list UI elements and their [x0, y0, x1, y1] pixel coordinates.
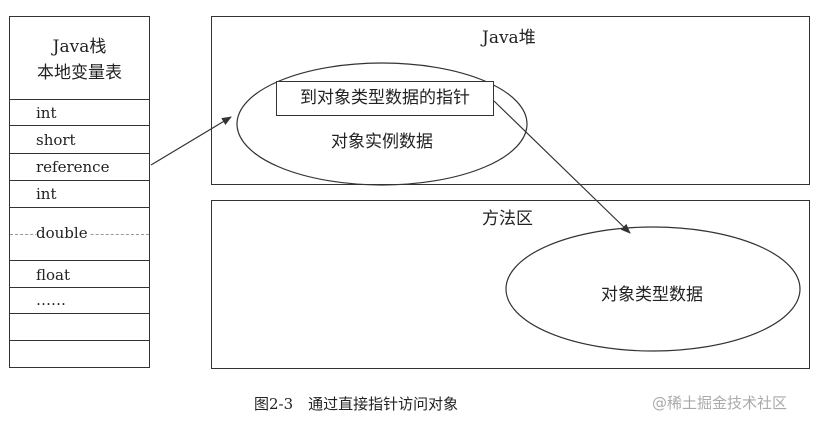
- reference-arrow: [150, 116, 232, 166]
- slot-label: reference: [36, 158, 110, 176]
- table-row: [9, 207, 150, 208]
- table-row: [9, 180, 150, 181]
- instance-data-label: 对象实例数据: [331, 132, 433, 152]
- stack-title: Java栈: [52, 37, 107, 57]
- object-type-ellipse: [505, 226, 801, 352]
- slot-label: float: [36, 266, 71, 284]
- table-row: [9, 287, 150, 288]
- type-pointer-arrow: [493, 100, 631, 234]
- table-row: [9, 313, 150, 314]
- heap-title: Java堆: [482, 28, 536, 48]
- type-data-label: 对象类型数据: [601, 285, 703, 305]
- slot-label: int: [36, 104, 57, 122]
- local-variable-table: [9, 16, 150, 368]
- method-area: [211, 200, 810, 369]
- watermark: @稀土掘金技术社区: [652, 394, 788, 412]
- method-area-title: 方法区: [482, 209, 533, 229]
- pointer-to-type-data-box: 到对象类型数据的指针: [276, 81, 494, 116]
- table-row: [9, 340, 150, 341]
- table-row: [9, 153, 150, 154]
- stack-subtitle: 本地变量表: [37, 63, 122, 83]
- slot-label: short: [36, 131, 76, 149]
- object-instance-ellipse: [236, 62, 528, 186]
- slot-label: double: [36, 224, 90, 242]
- table-row: [9, 99, 150, 100]
- table-row: [9, 260, 150, 261]
- slot-label: int: [36, 185, 57, 203]
- table-row: [9, 125, 150, 126]
- slot-label: ……: [36, 291, 66, 309]
- figure-caption: 图2-3 通过直接指针访问对象: [254, 395, 459, 413]
- java-heap: [211, 16, 810, 185]
